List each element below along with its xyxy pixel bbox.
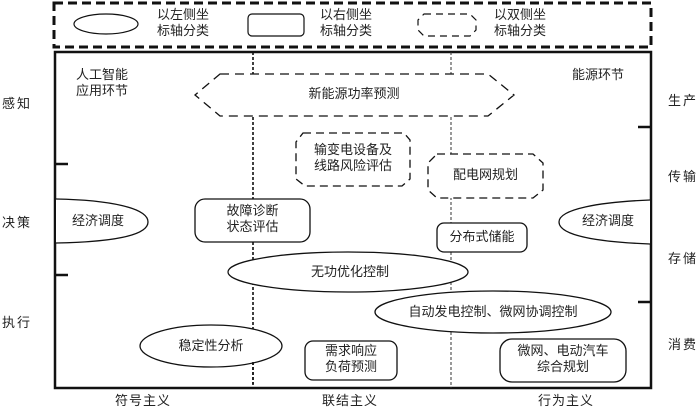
legend-ellipse-shape [73,13,139,35]
legend-label-line: 标轴分类 [494,24,547,39]
left-axis-label-execution: 执行 [2,316,33,331]
legend-frame [52,1,653,49]
distribution-planning-label: 配电网规划 [452,168,518,183]
main-frame [53,50,653,390]
fault-diagnosis-label-line: 状态评估 [226,220,279,235]
new-energy-forecast-label: 新能源功率预测 [308,87,400,102]
distributed-storage-shape [436,222,528,253]
bottom-axis-label-symbolism: 符号主义 [115,394,172,409]
right-axis-label-storage: 存储 [668,252,699,267]
agc-microgrid-label: 自动发电控制、微网协调控制 [408,305,578,320]
stability-analysis-label: 稳定性分析 [178,339,244,354]
left-axis-label-decision: 决策 [2,216,33,231]
agc-microgrid-shape [374,290,612,334]
fault-diagnosis-label: 故障诊断 状态评估 [195,202,310,238]
ai-application-label-line: 应用环节 [76,84,129,99]
right-axis-label-production: 生产 [668,94,699,109]
bottom-axis-label-behaviorism: 行为主义 [538,394,595,409]
new-energy-forecast-outline [193,73,516,117]
reactive-power-control-label: 无功优化控制 [310,265,389,280]
microgrid-ev-label-line: 综合规划 [536,360,589,375]
legend-label-line: 以左侧坐 [157,8,210,23]
demand-response-shape [304,340,398,381]
right-axis-label-transmission: 传输 [668,170,699,185]
economic-dispatch-right-shape [558,199,651,245]
reactive-power-control-shape [227,251,469,293]
microgrid-ev-shape [499,338,627,383]
legend-dashed-hexagon-shape [417,13,477,37]
distributed-storage-label: 分布式储能 [449,230,515,245]
energy-segment-label: 能源环节 [572,68,625,83]
left-axis-label-perception: 感知 [2,97,33,112]
demand-response-label-line: 负荷预测 [324,360,377,375]
legend-label-line: 以双侧坐 [494,8,547,23]
distribution-planning-outline [427,153,544,199]
transmission-risk-outline [295,132,411,187]
stability-analysis-shape [139,324,283,368]
microgrid-ev-label-line: 微网、电动汽车 [517,344,609,359]
economic-dispatch-left-shape [55,198,149,244]
legend-label-line: 标轴分类 [320,24,373,39]
fault-diagnosis-label-line: 故障诊断 [226,204,279,219]
legend-rounded-rect-shape [247,13,305,37]
demand-response-label-line: 需求响应 [324,344,377,359]
transmission-risk-label-line: 线路风险评估 [313,159,392,174]
economic-dispatch-right-label: 经济调度 [581,214,634,229]
bottom-axis-label-connectionism: 联结主义 [322,394,379,409]
right-axis-label-consumption: 消费 [668,338,699,353]
transmission-risk-label: 输变电设备及 线路风险评估 [296,141,410,177]
demand-response-label: 需求响应 负荷预测 [305,342,397,378]
economic-dispatch-left-label: 经济调度 [71,214,124,229]
transmission-risk-label-line: 输变电设备及 [313,143,392,158]
microgrid-ev-label: 微网、电动汽车 综合规划 [500,342,626,378]
fault-diagnosis-shape [194,198,311,243]
legend-label-line: 以右侧坐 [320,8,373,23]
legend-label-right-axis: 以右侧坐 标轴分类 [320,8,372,40]
legend-label-left-axis: 以左侧坐 标轴分类 [157,8,209,40]
ai-application-label: 人工智能 应用环节 [76,68,128,100]
legend-label-both-axes: 以双侧坐 标轴分类 [494,8,546,40]
legend-label-line: 标轴分类 [157,24,210,39]
ai-application-label-line: 人工智能 [76,68,129,83]
